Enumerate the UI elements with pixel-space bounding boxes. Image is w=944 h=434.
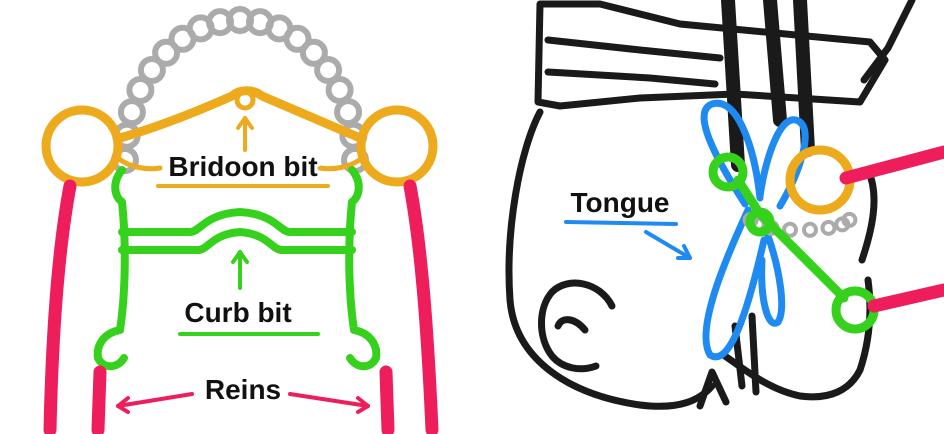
tongue-label: Tongue [570, 187, 669, 218]
tongue-pointer [646, 232, 690, 258]
reins-right [846, 152, 944, 306]
rein-left-inner [98, 372, 100, 430]
reins-label: Reins [205, 374, 281, 405]
rein-right-inner [386, 372, 388, 430]
chain-link [121, 101, 143, 123]
cheek-strap-1 [728, 0, 738, 165]
curb-shank-right [349, 170, 376, 366]
rein-left-outer [50, 186, 70, 430]
curb-shank-left [98, 170, 125, 366]
curb-bit [98, 170, 377, 366]
bridoon-center-link [237, 92, 253, 108]
bridoon-ring-right [361, 110, 433, 182]
bridoon-pointer [238, 118, 252, 150]
chain-link [804, 224, 816, 236]
bridoon-mouthpiece [120, 91, 360, 138]
tongue-underline [566, 222, 676, 224]
bridoon-ring-left [46, 110, 118, 182]
bridoon-label: Bridoon bit [168, 151, 317, 182]
cheek-strap-2 [770, 0, 780, 120]
left-panel: Bridoon bit Curb bit Reins [46, 9, 433, 430]
right-panel: Tongue [509, 0, 944, 406]
rein-right-outer [410, 186, 432, 430]
chain-link [823, 222, 835, 234]
curb-pointer [233, 252, 247, 288]
chain-link [329, 79, 351, 101]
chain-link [337, 101, 359, 123]
curb-label: Curb bit [184, 297, 291, 328]
chain-link [843, 214, 855, 226]
horse-head [509, 0, 912, 406]
